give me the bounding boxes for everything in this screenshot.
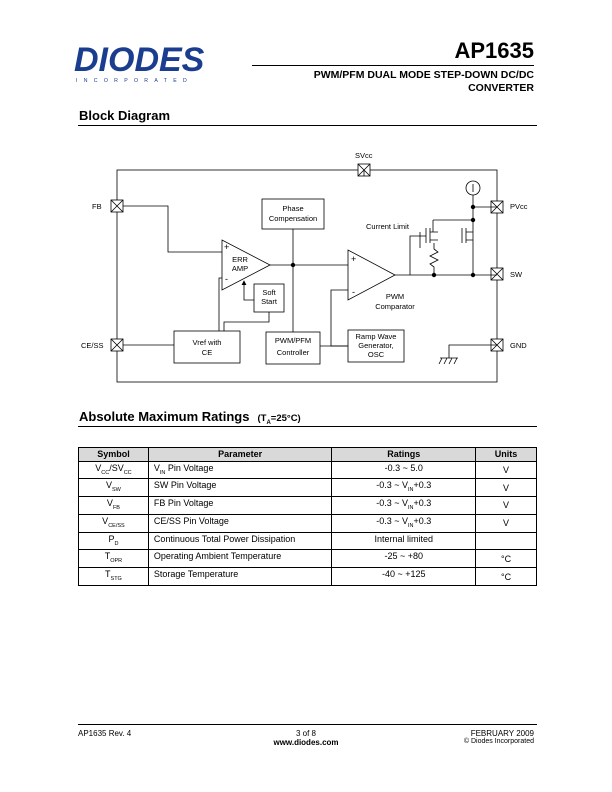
ratings-title-text: Absolute Maximum Ratings bbox=[79, 409, 250, 424]
rating-cell: -0.3 ~ VIN+0.3 bbox=[331, 496, 477, 515]
footer-doc-rev: AP1635 Rev. 4 bbox=[78, 729, 132, 738]
subtitle-line-2: CONVERTER bbox=[468, 82, 534, 94]
soft-start-label-1: Soft bbox=[262, 288, 276, 297]
unit-cell: °C bbox=[475, 549, 537, 569]
diodes-logo: DIODES INCORPORATED bbox=[74, 41, 220, 84]
vref-block bbox=[173, 330, 241, 364]
unit-cell: V bbox=[475, 478, 537, 498]
symbol-cell: TOPR bbox=[78, 549, 149, 569]
err-amp-plus: + bbox=[224, 242, 229, 252]
pwm-comp-plus: + bbox=[351, 254, 356, 264]
pwm-comp-label-2: Comparator bbox=[375, 302, 415, 311]
block-diagram: SVcc FB CE/SS PVcc SW GND Phase Compensa… bbox=[81, 151, 528, 383]
err-amp-minus: - bbox=[225, 274, 228, 284]
ratings-header-row: Symbol Parameter Ratings Units bbox=[78, 447, 537, 462]
header-rule bbox=[252, 65, 534, 66]
parameter-cell: Storage Temperature bbox=[147, 567, 333, 587]
phase-label-2: Compensation bbox=[269, 214, 317, 223]
rating-cell: -40 ~ +125 bbox=[331, 567, 477, 587]
pin-label-gnd: GND bbox=[510, 341, 527, 350]
unit-cell: V bbox=[475, 496, 537, 515]
current-limit-label: Current Limit bbox=[366, 222, 410, 231]
pin-sw-box bbox=[490, 267, 504, 281]
symbol-cell: VCC/SVCC bbox=[78, 460, 149, 480]
logo-subtext: INCORPORATED bbox=[76, 78, 193, 84]
ratings-rule bbox=[78, 426, 537, 427]
err-amp-triangle bbox=[221, 239, 271, 291]
err-amp-label-1: ERR bbox=[232, 255, 248, 264]
vref-label-1: Vref with bbox=[193, 338, 222, 347]
rating-cell: Internal limited bbox=[331, 531, 477, 551]
ramp-label-1: Ramp Wave bbox=[356, 332, 397, 341]
rating-cell: -0.3 ~ VIN+0.3 bbox=[331, 513, 477, 533]
ramp-label-3: OSC bbox=[368, 350, 385, 359]
subtitle-line-1: PWM/PFM DUAL MODE STEP-DOWN DC/DC bbox=[313, 69, 534, 81]
symbol-cell: VCE/SS bbox=[78, 513, 149, 533]
parameter-cell: CE/SS Pin Voltage bbox=[147, 513, 333, 533]
ratings-title: Absolute Maximum Ratings (TA=25°C) bbox=[79, 409, 301, 426]
symbol-cell: VSW bbox=[78, 478, 149, 498]
vref-label-2: CE bbox=[202, 348, 212, 357]
rating-cell: -0.3 ~ VIN+0.3 bbox=[331, 478, 477, 498]
footer-copyright: © Diodes Incorporated bbox=[463, 738, 534, 745]
ramp-label-2: Generator, bbox=[358, 341, 393, 350]
pwm-comparator-triangle bbox=[347, 249, 396, 301]
pin-label-sw: SW bbox=[510, 270, 523, 279]
unit-cell: V bbox=[475, 513, 537, 533]
part-number: AP1635 bbox=[454, 38, 534, 63]
header-symbol: Symbol bbox=[78, 447, 149, 462]
parameter-cell: FB Pin Voltage bbox=[147, 496, 333, 515]
parameter-cell: SW Pin Voltage bbox=[147, 478, 333, 498]
pwm-comp-label-1: PWM bbox=[386, 292, 404, 301]
block-diagram-rule bbox=[78, 125, 537, 126]
pin-label-fb: FB bbox=[92, 202, 102, 211]
document-subtitle: PWM/PFM DUAL MODE STEP-DOWN DC/DC CONVER… bbox=[234, 69, 534, 95]
symbol-cell: TSTG bbox=[78, 567, 149, 587]
parameter-cell: Operating Ambient Temperature bbox=[147, 549, 333, 569]
sense-resistor bbox=[429, 243, 439, 275]
footer-date: FEBRUARY 2009 bbox=[470, 729, 534, 738]
err-amp-label-2: AMP bbox=[232, 264, 248, 273]
parameter-cell: VIN Pin Voltage bbox=[147, 460, 333, 480]
footer-website[interactable]: www.diodes.com bbox=[273, 738, 339, 747]
header-parameter: Parameter bbox=[147, 447, 333, 462]
header-units: Units bbox=[475, 447, 537, 462]
footer-page: 3 of 8 bbox=[295, 729, 316, 738]
symbol-cell: PD bbox=[78, 531, 149, 551]
pin-fb-box bbox=[110, 199, 124, 213]
pwm-pfm-label-2: Controller bbox=[277, 348, 310, 357]
pin-label-pvcc: PVcc bbox=[510, 202, 528, 211]
unit-cell: °C bbox=[475, 567, 537, 587]
rating-cell: -0.3 ~ 5.0 bbox=[331, 460, 477, 480]
symbol-cell: VFB bbox=[78, 496, 149, 515]
logo-text: DIODES bbox=[74, 44, 205, 79]
footer-rule bbox=[78, 724, 537, 725]
unit-cell: V bbox=[475, 460, 537, 480]
pwm-pfm-controller-block bbox=[265, 331, 321, 365]
pwm-pfm-label-1: PWM/PFM bbox=[275, 336, 311, 345]
pin-label-svcc: SVcc bbox=[355, 151, 373, 160]
parameter-cell: Continuous Total Power Dissipation bbox=[147, 531, 333, 551]
header-ratings: Ratings bbox=[331, 447, 477, 462]
pwm-comp-minus: - bbox=[352, 287, 355, 297]
rating-cell: -25 ~ +80 bbox=[331, 549, 477, 569]
pin-label-ce-ss: CE/SS bbox=[81, 341, 104, 350]
block-diagram-title: Block Diagram bbox=[79, 108, 171, 123]
phase-label-1: Phase bbox=[282, 204, 303, 213]
unit-cell bbox=[475, 531, 537, 551]
pin-ce-ss-box bbox=[110, 338, 124, 352]
ratings-condition: (TA=25°C) bbox=[257, 413, 301, 426]
soft-start-label-2: Start bbox=[261, 297, 278, 306]
current-source-symbol bbox=[465, 180, 481, 196]
